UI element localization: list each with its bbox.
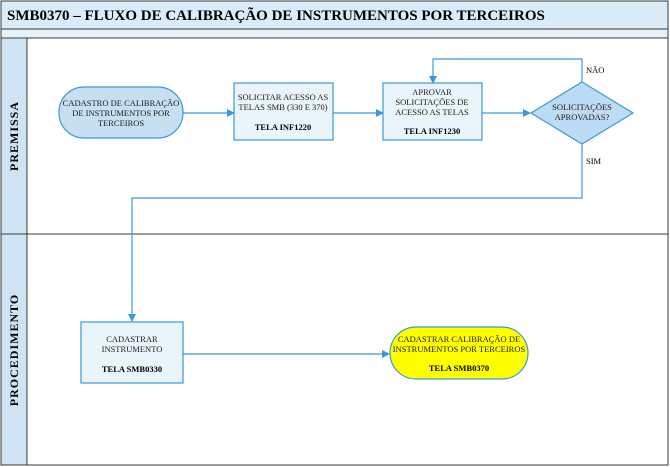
node-cadastrar-instrumento	[80, 321, 184, 384]
lane-label-premissa	[0, 37, 28, 235]
node-start-line-1: CADASTRO DE CALIBRAÇÃO	[63, 98, 180, 108]
edge-decision-yes	[128, 144, 583, 322]
node-cadastrar-screen: TELA SMB0330	[102, 364, 162, 374]
node-solicitar-screen: TELA INF1220	[255, 122, 311, 132]
title-underbar	[0, 28, 669, 39]
node-solicitar-line-2: TELAS SMB (330 E 370)	[238, 102, 327, 112]
lane-procedimento-label: PROCEDIMENTO	[7, 294, 21, 406]
node-end-screen: TELA SMB0370	[429, 363, 489, 373]
node-cadastrar-line-2: INSTRUMENTO	[102, 344, 163, 354]
lane-premissa-label: PREMISSA	[7, 101, 21, 171]
node-end-cadastrar-calibracao	[389, 326, 529, 380]
node-end-line-1: CADASTRAR CALIBRAÇÃO DE	[398, 334, 520, 344]
node-start-line-2: DE INSTRUMENTOS POR	[72, 108, 170, 118]
node-start-cadastro	[58, 86, 184, 139]
node-start-line-3: TERCEIROS	[98, 118, 145, 128]
title-bar	[0, 0, 669, 30]
node-aprovar-screen: TELA INF1230	[404, 126, 460, 136]
node-solicitar-line-1: SOLICITAR ACESSO AS	[238, 92, 329, 102]
edge-label-yes: SIM	[586, 156, 602, 166]
edge-label-no: NÃO	[586, 65, 604, 75]
node-cadastrar-line-1: CADASTRAR	[106, 334, 158, 344]
page-title: SMB0370 – FLUXO DE CALIBRAÇÃO DE INSTRUM…	[7, 6, 545, 24]
node-decision-line-1: SOLICITAÇÕES	[552, 102, 612, 112]
node-decision-line-2: APROVADAS?	[555, 112, 610, 122]
node-aprovar-line-2: SOLICITAÇÕES DE	[395, 97, 468, 107]
node-aprovar-line-1: APROVAR	[412, 87, 452, 97]
edge-decision-no-loop	[429, 58, 583, 84]
node-aprovar-line-3: ACESSO AS TELAS	[395, 107, 469, 117]
node-aprovar-solicitacoes	[382, 82, 483, 141]
node-end-line-2: INSTRUMENTOS POR TERCEIROS	[393, 344, 526, 354]
node-decision-aprovadas	[529, 81, 635, 145]
node-solicitar-acesso	[233, 82, 334, 141]
